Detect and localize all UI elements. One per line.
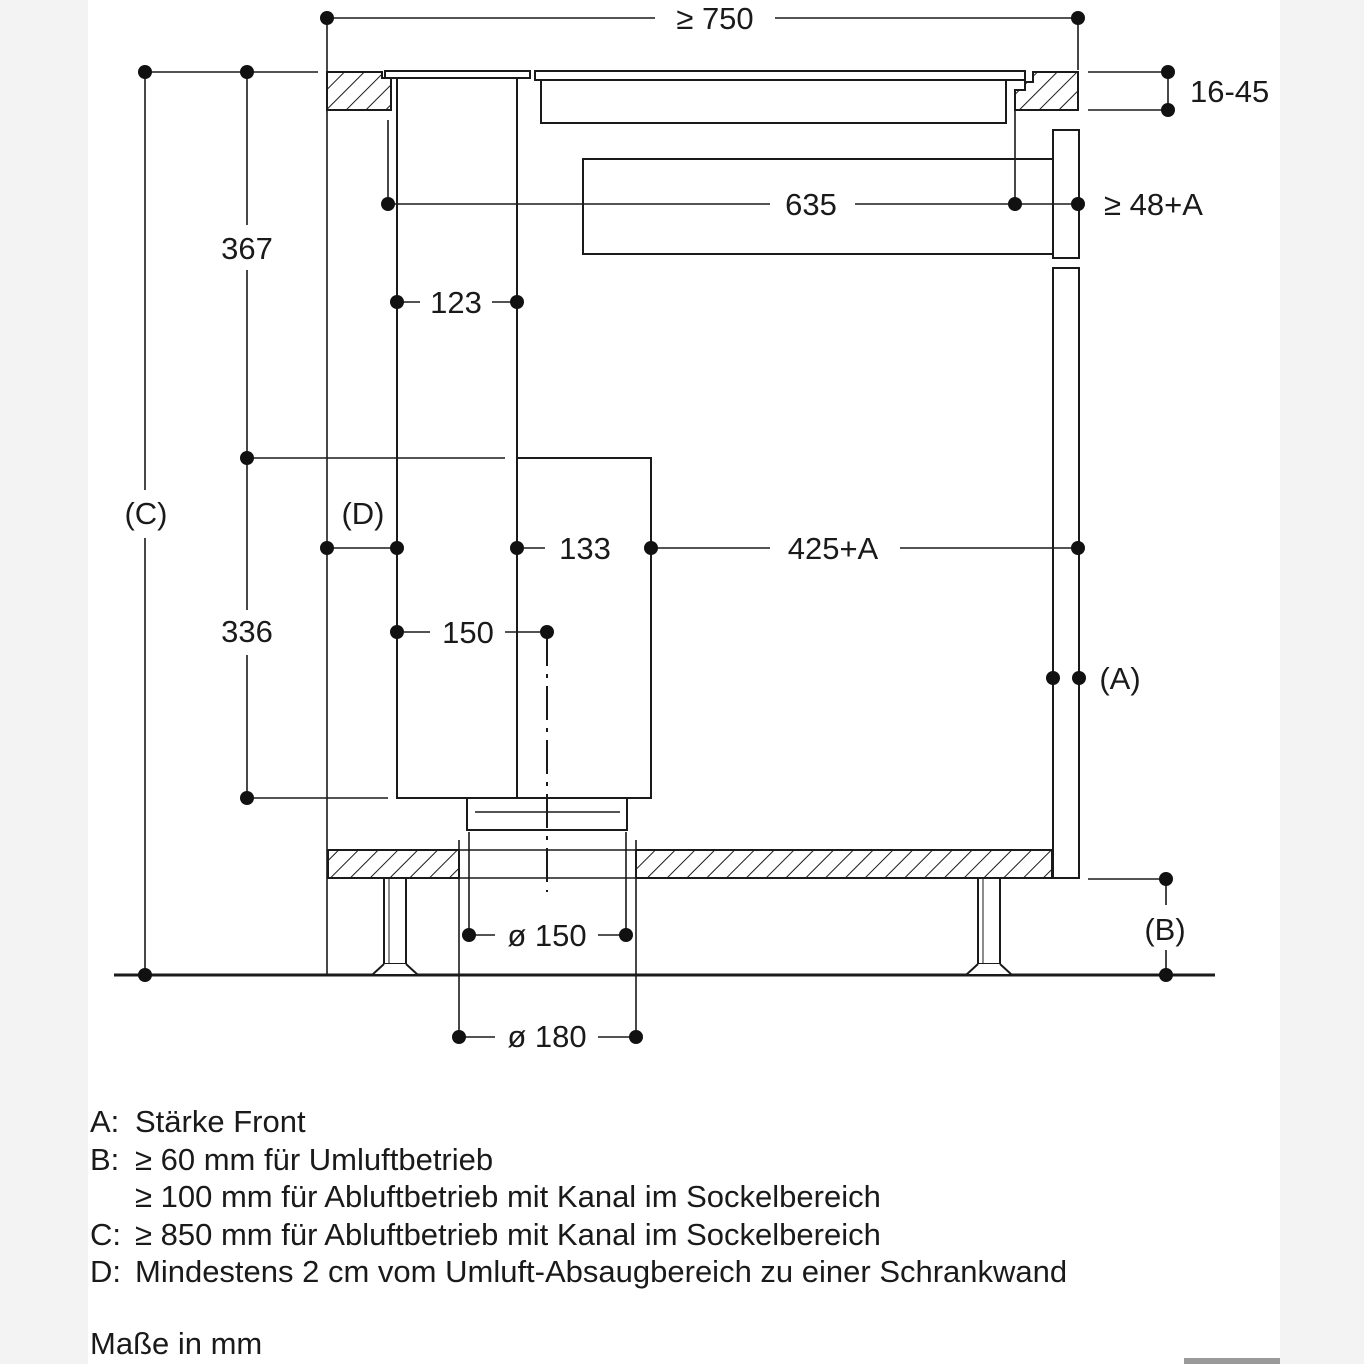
- dimension-diameter-180: ø 180: [452, 840, 643, 1054]
- units-note: Maße in mm: [90, 1326, 263, 1361]
- legend-text: Mindestens 2 cm vom Umluft-Absaugbereich…: [135, 1254, 1068, 1289]
- worktop-left-section: [326, 71, 392, 111]
- cabinet-foot-right: [963, 877, 1015, 976]
- page-margin-right: [1280, 0, 1364, 1364]
- dim-front-offset-label: ≥ 48+A: [1104, 187, 1203, 222]
- cooktop-body: [540, 79, 1007, 124]
- cooktop: [384, 70, 1026, 124]
- extraction-duct: [396, 78, 652, 892]
- legend-row-B: B: ≥ 60 mm für Umluftbetrieb: [90, 1141, 1067, 1179]
- dimension-row-548: (D) 133 425+A: [320, 496, 1085, 566]
- dim-C-label: (C): [124, 496, 167, 531]
- base-shelf: [327, 849, 1053, 879]
- legend-text: ≥ 60 mm für Umluftbetrieb: [135, 1141, 494, 1177]
- legend-key: A:: [90, 1104, 120, 1139]
- dim-depth-425-label: 425+A: [788, 531, 879, 566]
- base-shelf-left: [327, 849, 460, 879]
- front-panel-lower: [1052, 267, 1080, 879]
- dimension-depth-635: 635 ≥ 48+A: [381, 110, 1203, 222]
- legend-key: C:: [90, 1216, 121, 1252]
- dim-diameter-150-label: ø 150: [507, 918, 586, 953]
- dimension-diameter-150: ø 150: [462, 832, 633, 953]
- dimension-offset-150: 150: [390, 615, 554, 650]
- legend-row-B-cont: ≥ 100 mm für Abluftbetrieb mit Kanal im …: [90, 1178, 1067, 1216]
- worktop-right-section: [1014, 71, 1079, 111]
- legend-key: D:: [90, 1254, 121, 1289]
- dim-height-367-label: 367: [221, 231, 273, 266]
- front-panel-upper: [1052, 129, 1080, 259]
- dimension-total-width: ≥ 750: [320, 1, 1085, 70]
- dim-total-width-label: ≥ 750: [676, 1, 753, 36]
- legend-text: ≥ 100 mm für Abluftbetrieb mit Kanal im …: [135, 1179, 881, 1214]
- dim-B-label: (B): [1144, 912, 1185, 947]
- dimension-worktop-thickness: 16-45: [1088, 65, 1269, 117]
- dim-diameter-180-label: ø 180: [507, 1019, 586, 1054]
- dim-front-offset-text: ≥ 48+A: [1104, 187, 1203, 222]
- dimension-heights: 367 336: [221, 65, 505, 805]
- legend-text: ≥ 850 mm für Abluftbetrieb mit Kanal im …: [135, 1216, 881, 1252]
- dim-depth-635-label: 635: [785, 187, 837, 222]
- legend-key: [90, 1178, 135, 1216]
- dimension-width-123: 123: [390, 285, 524, 320]
- dimension-A: (A): [1046, 661, 1141, 696]
- page-margin-left: [0, 0, 88, 1364]
- duct-outline: [396, 78, 652, 799]
- cooktop-glass-right: [534, 70, 1026, 81]
- installation-drawing: ≥ 750 16-45 635 ≥ 48+A (C): [114, 1, 1269, 1054]
- drawer-box: [582, 158, 1054, 255]
- duct-outlet-flange: [466, 798, 628, 831]
- dim-offset-150-label: 150: [442, 615, 494, 650]
- base-shelf-right: [635, 849, 1053, 879]
- cooktop-glass-left: [384, 70, 531, 79]
- dimension-B: (B): [1088, 872, 1186, 982]
- dim-depth-133-label: 133: [559, 531, 611, 566]
- legend-row-D: D: Mindestens 2 cm vom Umluft-Absaugbere…: [90, 1253, 1067, 1291]
- dim-worktop-thickness-label: 16-45: [1190, 74, 1269, 109]
- legend-row-A: A: Stärke Front: [90, 1103, 1067, 1141]
- dim-D-label: (D): [341, 496, 384, 531]
- legend-text: Stärke Front: [135, 1104, 306, 1139]
- dimension-C: (C): [124, 65, 318, 982]
- legend-row-C: C: ≥ 850 mm für Abluftbetrieb mit Kanal …: [90, 1216, 1067, 1254]
- dim-A-label: (A): [1099, 661, 1140, 696]
- scroll-indicator: [1184, 1358, 1280, 1364]
- dim-width-123-label: 123: [430, 285, 482, 320]
- legend-key: B:: [90, 1141, 120, 1177]
- cabinet-foot-left: [369, 877, 421, 976]
- dim-height-336-label: 336: [221, 614, 273, 649]
- legend: A: Stärke Front B: ≥ 60 mm für Umluftbet…: [90, 1103, 1067, 1291]
